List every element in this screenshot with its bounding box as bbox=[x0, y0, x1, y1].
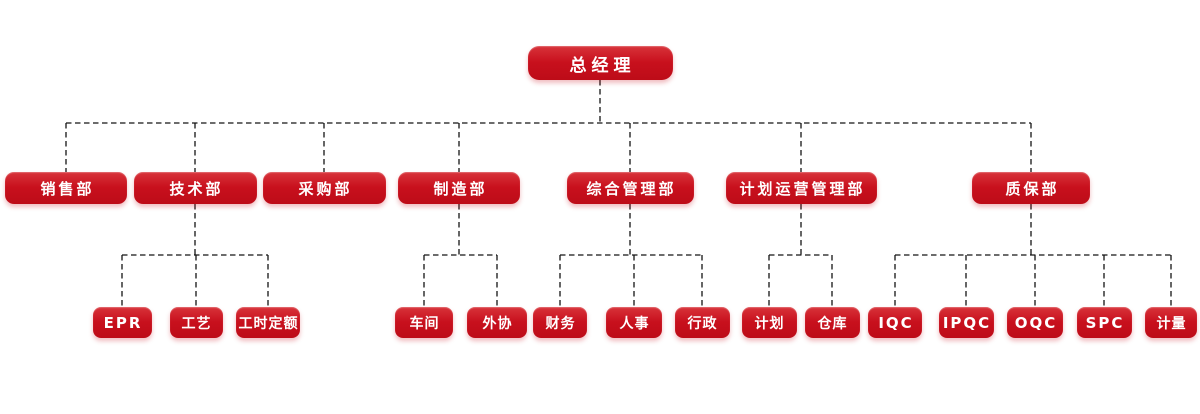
org-node-dept-1: 技术部 bbox=[133, 172, 257, 204]
org-node-dept-3: 制造部 bbox=[398, 172, 520, 204]
org-node-dept-5: 计划运营管理部 bbox=[725, 172, 877, 204]
org-node-leaf-6-1: IPQC bbox=[938, 307, 994, 338]
org-node-leaf-4-0: 财务 bbox=[533, 307, 587, 338]
org-node-leaf-6-3: SPC bbox=[1076, 307, 1132, 338]
org-node-dept-2: 采购部 bbox=[262, 172, 386, 204]
org-node-leaf-1-1: 工艺 bbox=[169, 307, 223, 338]
org-node-leaf-3-0: 车间 bbox=[395, 307, 453, 338]
org-node-leaf-6-0: IQC bbox=[868, 307, 922, 338]
org-node-leaf-5-1: 仓库 bbox=[804, 307, 860, 338]
org-node-leaf-6-4: 计量 bbox=[1145, 307, 1197, 338]
org-node-dept-6: 质保部 bbox=[972, 172, 1090, 204]
org-node-leaf-6-2: OQC bbox=[1007, 307, 1063, 338]
org-node-dept-4: 综合管理部 bbox=[566, 172, 694, 204]
org-node-leaf-5-0: 计划 bbox=[741, 307, 797, 338]
org-node-leaf-1-2: 工时定额 bbox=[236, 307, 300, 338]
org-node-root: 总经理 bbox=[527, 46, 673, 80]
org-node-leaf-3-1: 外协 bbox=[467, 307, 527, 338]
org-node-leaf-4-1: 人事 bbox=[606, 307, 662, 338]
org-node-dept-0: 销售部 bbox=[5, 172, 127, 204]
org-node-leaf-4-2: 行政 bbox=[674, 307, 730, 338]
org-node-leaf-1-0: EPR bbox=[92, 307, 152, 338]
